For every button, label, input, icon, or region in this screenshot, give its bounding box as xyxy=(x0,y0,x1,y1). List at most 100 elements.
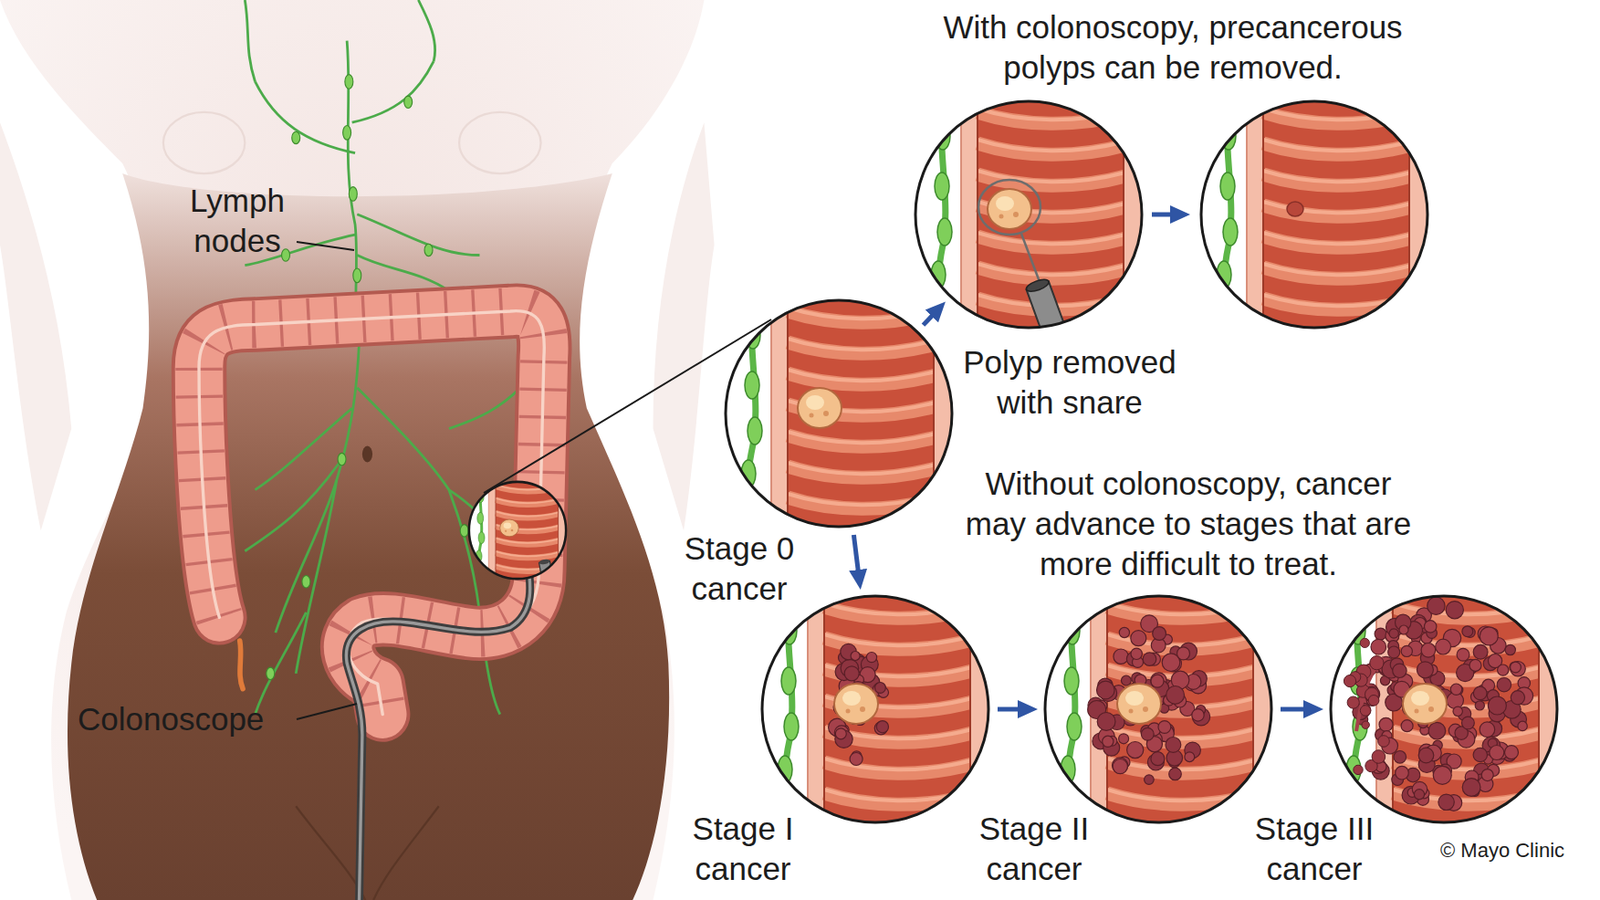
lymph-node xyxy=(460,524,469,537)
polyp-highlight xyxy=(1125,690,1144,706)
lymph-node xyxy=(1066,712,1082,741)
tumor-cell-cluster xyxy=(866,652,877,663)
left-arm xyxy=(0,122,72,531)
lymph-vessel xyxy=(1223,90,1232,339)
fold-highlight xyxy=(787,276,936,288)
wall-edge xyxy=(932,293,935,536)
tumor-cell-cluster xyxy=(1118,733,1130,744)
tumor-cell-cluster xyxy=(1395,765,1410,780)
colon-wall xyxy=(558,479,571,582)
colon-interior xyxy=(1043,572,1283,836)
snare-wire xyxy=(1021,233,1042,287)
fold-highlight xyxy=(495,471,559,477)
tumor-cell-cluster xyxy=(1416,661,1433,679)
lymph-node xyxy=(934,303,950,331)
progression-arrow xyxy=(853,534,858,574)
fold-highlight xyxy=(1263,170,1412,182)
lymph-node xyxy=(345,74,354,90)
tumor-cell-cluster xyxy=(1130,630,1147,647)
tumor-cell-cluster xyxy=(1152,627,1167,641)
fold-highlight xyxy=(787,307,936,319)
lymph-vessel xyxy=(748,289,756,538)
part-label: Lymph nodes xyxy=(164,180,311,262)
tumor-cell-cluster xyxy=(1374,627,1387,640)
lymph-vessel xyxy=(244,0,255,82)
polyp-texture xyxy=(859,706,866,712)
colonoscope-highlight xyxy=(345,561,530,900)
view-border xyxy=(469,481,566,579)
tumor-cell-cluster xyxy=(1127,742,1144,759)
polyp-texture xyxy=(809,413,815,419)
colon-section-view xyxy=(913,99,1144,330)
fold-highlight xyxy=(824,820,973,832)
tumor-cell-cluster xyxy=(1462,626,1474,638)
tumor-cell-cluster xyxy=(1144,774,1155,785)
fold-highlight xyxy=(495,511,559,516)
colon-wall xyxy=(933,293,962,534)
tumor-cell-cluster xyxy=(876,721,889,733)
fold-highlight xyxy=(1392,603,1541,615)
wall-edge xyxy=(969,589,972,832)
tumor-cell-cluster xyxy=(1487,696,1506,715)
tumor-cell-cluster xyxy=(1097,680,1116,700)
fold-highlight xyxy=(977,139,1126,151)
polyp xyxy=(1402,683,1447,724)
polyp-highlight xyxy=(995,196,1015,211)
colon-interior xyxy=(913,77,1153,358)
tumor-cell-cluster xyxy=(1361,721,1370,729)
fold-highlight xyxy=(1263,232,1412,244)
lymph-node xyxy=(292,131,301,144)
fold-highlight xyxy=(495,498,559,503)
wall-edge xyxy=(488,479,490,584)
tumor-cell-cluster xyxy=(1121,675,1132,686)
fold-highlight xyxy=(495,538,559,544)
fold-highlight xyxy=(1107,603,1255,615)
lymph-node xyxy=(424,243,433,256)
polyp-texture xyxy=(1428,706,1434,712)
tumor-cell-cluster xyxy=(1378,735,1391,748)
wall-edge xyxy=(1375,589,1378,832)
fold-highlight xyxy=(1263,325,1412,337)
tumor-cell-cluster xyxy=(1453,706,1463,716)
tumor-cell-cluster xyxy=(1165,737,1182,753)
mucosal-fold xyxy=(495,579,559,585)
colon-wall xyxy=(1538,589,1567,829)
lymph-node xyxy=(934,172,950,200)
tumor-cell-cluster xyxy=(1388,646,1401,659)
tumor-cell-cluster xyxy=(1413,789,1424,800)
tumor-cell-cluster xyxy=(1428,721,1446,740)
tumor-cell-cluster xyxy=(850,651,860,661)
wall-edge xyxy=(960,94,963,337)
polyp-texture xyxy=(1129,709,1134,714)
copyright-note: © Mayo Clinic xyxy=(1440,837,1596,864)
mucosal-fold xyxy=(787,528,936,540)
view-border xyxy=(725,300,952,527)
tumor-cell-cluster xyxy=(1392,663,1407,678)
polyp-highlight xyxy=(1411,690,1430,706)
tumor-cell-cluster xyxy=(1432,765,1452,785)
tumor-cell-cluster xyxy=(1130,648,1142,659)
wall-edge xyxy=(786,293,789,536)
tumor-cell-cluster xyxy=(1473,686,1487,701)
polyp-texture xyxy=(1414,709,1420,714)
tumor-cell-cluster xyxy=(849,752,863,766)
lymph-node xyxy=(744,501,760,530)
wall-edge xyxy=(1106,589,1109,832)
tumor-cell-cluster xyxy=(1479,721,1496,738)
tumor-cell-cluster xyxy=(1427,596,1445,615)
tumor-cell-cluster xyxy=(1112,759,1128,774)
polyp xyxy=(834,683,879,724)
fold-highlight xyxy=(1263,263,1412,275)
lymph-vessel xyxy=(352,61,434,123)
tumor-cell-cluster xyxy=(1505,644,1516,655)
fold-highlight xyxy=(495,551,559,556)
tumor-cell-cluster xyxy=(1359,637,1370,648)
lymph-vessel xyxy=(244,459,342,552)
mucosal-fold xyxy=(1263,329,1412,341)
tumor-cell-cluster xyxy=(1469,658,1482,671)
tumor-cell-cluster xyxy=(1401,720,1413,733)
fold-highlight xyxy=(1263,201,1412,213)
tumor-cell-cluster xyxy=(1510,690,1525,705)
tumor-cell-cluster xyxy=(1112,757,1129,774)
